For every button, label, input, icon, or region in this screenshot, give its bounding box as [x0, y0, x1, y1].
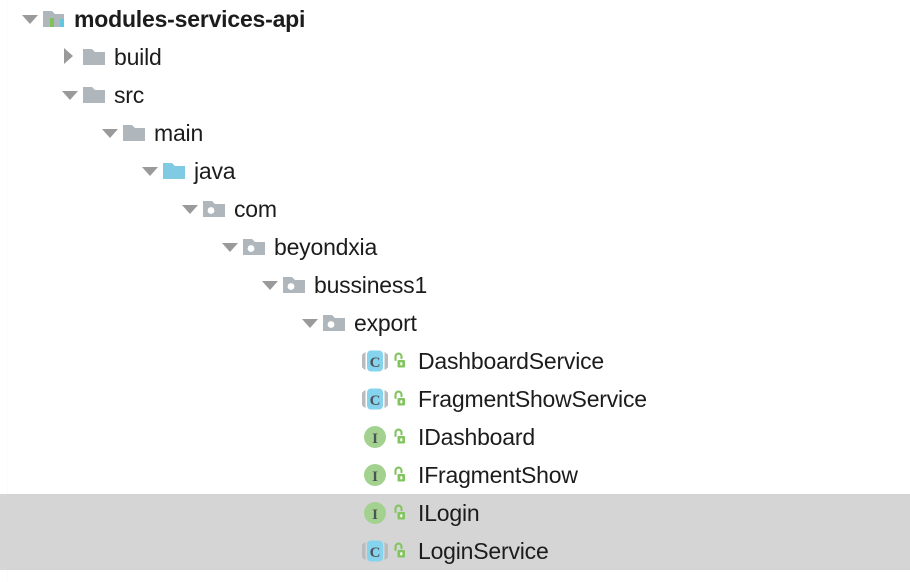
tree-row-main[interactable]: main — [0, 114, 910, 152]
tree-row-ILogin[interactable]: I ILogin — [0, 494, 910, 532]
twisty-placeholder — [338, 380, 362, 418]
package-icon — [243, 239, 265, 255]
folder-icon — [123, 125, 145, 141]
interface-icon: I — [364, 464, 386, 486]
chevron-down-icon[interactable] — [298, 304, 322, 342]
class-icon: C — [362, 540, 388, 562]
folder-icon — [83, 87, 105, 103]
tree-row-IDashboard[interactable]: I IDashboard — [0, 418, 910, 456]
package-icon — [283, 277, 305, 293]
tree-row-label: main — [154, 119, 204, 146]
tree-row-export[interactable]: export — [0, 304, 910, 342]
public-unlock-icon — [388, 532, 412, 570]
tree-row-label: beyondxia — [274, 233, 378, 260]
tree-row-label: com — [234, 195, 277, 222]
tree-row-java[interactable]: java — [0, 152, 910, 190]
public-unlock-icon — [394, 352, 405, 368]
svg-text:I: I — [372, 469, 378, 485]
package-icon — [322, 304, 348, 342]
partial-next-row[interactable] — [0, 573, 910, 582]
svg-text:I: I — [372, 431, 378, 447]
folder-icon — [82, 38, 108, 76]
tree-row-beyondxia[interactable]: beyondxia — [0, 228, 910, 266]
chevron-down-icon[interactable] — [218, 228, 242, 266]
class-icon: C — [362, 380, 388, 418]
public-unlock-icon — [394, 428, 405, 444]
folder-icon — [82, 76, 108, 114]
tree-row-com[interactable]: com — [0, 190, 910, 228]
class-icon: C — [362, 350, 388, 372]
tree-row-label: build — [114, 43, 162, 70]
module-icon — [42, 0, 68, 38]
package-icon — [242, 228, 268, 266]
public-unlock-icon — [388, 380, 412, 418]
twisty-placeholder — [338, 342, 362, 380]
interface-icon: I — [364, 426, 386, 448]
public-unlock-icon — [394, 390, 405, 406]
class-icon: C — [362, 342, 388, 380]
tree-row-label: FragmentShowService — [418, 385, 647, 412]
public-unlock-icon — [394, 542, 405, 558]
tree-row-IFragmentShow[interactable]: I IFragmentShow — [0, 456, 910, 494]
chevron-right-icon[interactable] — [58, 38, 82, 76]
svg-text:I: I — [372, 507, 378, 523]
public-unlock-icon — [388, 494, 412, 532]
chevron-down-icon[interactable] — [98, 114, 122, 152]
twisty-placeholder — [338, 456, 362, 494]
tree-row-label: export — [354, 309, 417, 336]
chevron-down-icon[interactable] — [18, 0, 42, 38]
svg-text:C: C — [370, 545, 381, 561]
tree-row-label: bussiness1 — [314, 271, 428, 298]
source-root-folder-icon — [162, 152, 188, 190]
package-icon — [203, 201, 225, 217]
source-root-folder-icon — [163, 163, 185, 179]
twisty-placeholder — [338, 418, 362, 456]
chevron-down-icon[interactable] — [178, 190, 202, 228]
twisty-placeholder — [338, 494, 362, 532]
svg-text:C: C — [370, 393, 381, 409]
package-icon — [323, 315, 345, 331]
interface-icon: I — [364, 502, 386, 524]
package-icon — [282, 266, 308, 304]
class-icon: C — [362, 388, 388, 410]
partial-folder-icon — [0, 577, 910, 582]
tree-row-LoginService[interactable]: C LoginService — [0, 532, 910, 570]
chevron-down-icon[interactable] — [58, 76, 82, 114]
tree-row-label: DashboardService — [418, 347, 605, 374]
class-icon: C — [362, 532, 388, 570]
interface-icon: I — [362, 456, 388, 494]
svg-text:C: C — [370, 355, 381, 371]
chevron-down-icon[interactable] — [258, 266, 282, 304]
public-unlock-icon — [394, 504, 405, 520]
public-unlock-icon — [388, 418, 412, 456]
tree-row-label: modules-services-api — [74, 5, 306, 32]
tree-row-label: IFragmentShow — [418, 461, 578, 488]
tree-row-build[interactable]: build — [0, 38, 910, 76]
interface-icon: I — [362, 418, 388, 456]
module-icon — [43, 11, 64, 27]
tree-row-label: LoginService — [418, 537, 549, 564]
folder-icon — [83, 49, 105, 65]
tree-row-label: java — [194, 157, 236, 184]
public-unlock-icon — [394, 466, 405, 482]
gutter-divider — [7, 0, 8, 582]
folder-icon — [122, 114, 148, 152]
tree-row-bussiness1[interactable]: bussiness1 — [0, 266, 910, 304]
interface-icon: I — [362, 494, 388, 532]
tree-row-DashboardService[interactable]: C DashboardService — [0, 342, 910, 380]
tree-row-modules-services-api[interactable]: modules-services-api — [0, 0, 910, 38]
tree-row-label: ILogin — [418, 499, 480, 526]
tree-row-label: src — [114, 81, 145, 108]
chevron-down-icon[interactable] — [138, 152, 162, 190]
twisty-placeholder — [338, 532, 362, 570]
public-unlock-icon — [388, 456, 412, 494]
tree-row-FragmentShowService[interactable]: C FragmentShowService — [0, 380, 910, 418]
package-icon — [202, 190, 228, 228]
tree-row-label: IDashboard — [418, 423, 535, 450]
tree-row-src[interactable]: src — [0, 76, 910, 114]
public-unlock-icon — [388, 342, 412, 380]
